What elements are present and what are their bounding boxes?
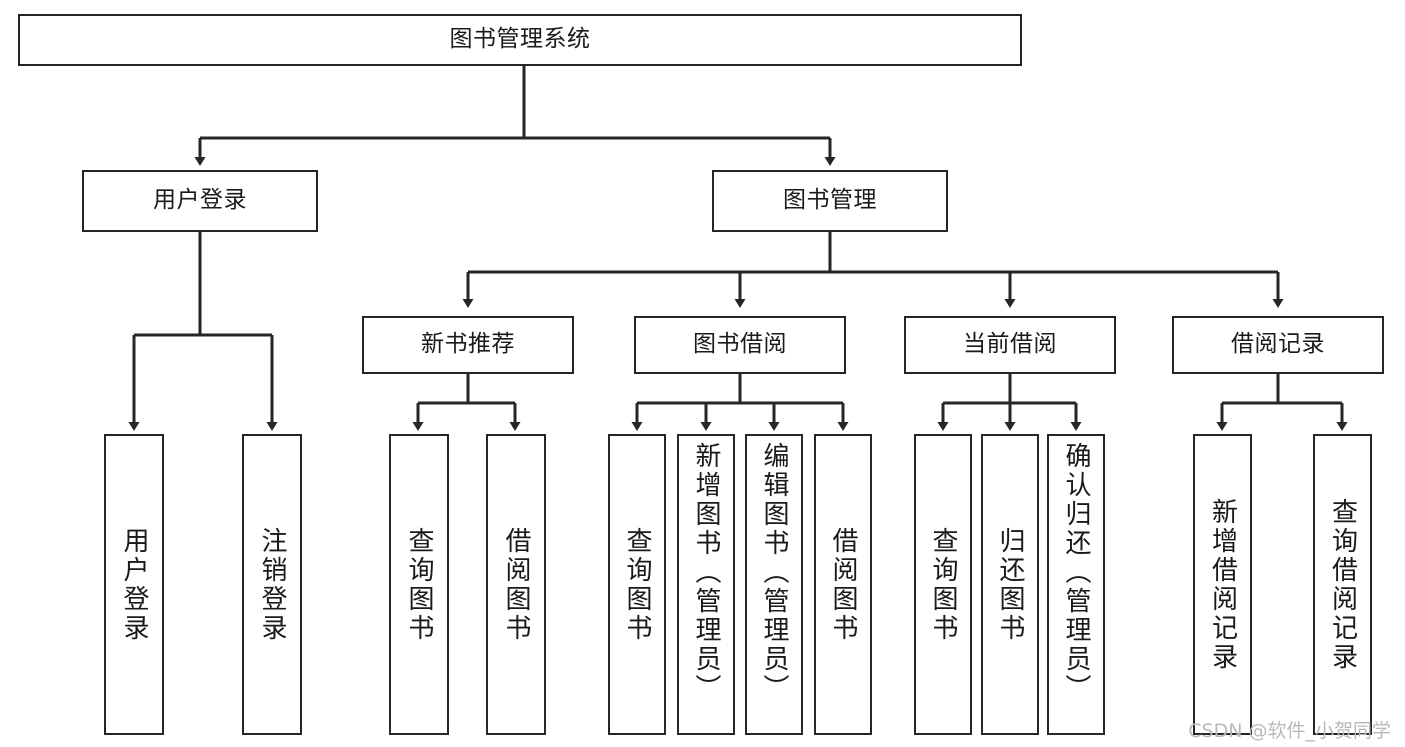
- node-borrow-record[interactable]: 借阅记录: [1172, 316, 1384, 374]
- node-current-borrow[interactable]: 当前借阅: [904, 316, 1116, 374]
- node-current-borrow-label: 当前借阅: [963, 331, 1057, 358]
- node-leaf-borrow-book-2-label: 借阅图书: [828, 526, 858, 643]
- node-leaf-query-book-3[interactable]: 查询图书: [914, 434, 972, 735]
- node-user-login[interactable]: 用户登录: [82, 170, 318, 232]
- watermark: CSDN @软件_小贺同学: [1188, 720, 1391, 742]
- node-leaf-user-login-label: 用户登录: [119, 526, 149, 643]
- node-leaf-add-book[interactable]: 新增图书（管理员）: [677, 434, 735, 735]
- node-book-borrow-label: 图书借阅: [693, 331, 787, 358]
- node-book-borrow[interactable]: 图书借阅: [634, 316, 846, 374]
- node-leaf-edit-book-label: 编辑图书（管理员）: [759, 442, 789, 703]
- node-leaf-query-book-1-label: 查询图书: [404, 526, 434, 643]
- node-book-manage-label: 图书管理: [783, 187, 877, 214]
- node-new-book-rec[interactable]: 新书推荐: [362, 316, 574, 374]
- node-leaf-query-book-2[interactable]: 查询图书: [608, 434, 666, 735]
- node-leaf-query-record[interactable]: 查询借阅记录: [1313, 434, 1372, 735]
- node-leaf-borrow-book-2[interactable]: 借阅图书: [814, 434, 872, 735]
- node-leaf-add-record-label: 新增借阅记录: [1207, 497, 1238, 672]
- node-leaf-user-login[interactable]: 用户登录: [104, 434, 164, 735]
- node-leaf-logout-label: 注销登录: [257, 526, 287, 643]
- node-leaf-return-book-label: 归还图书: [995, 526, 1025, 643]
- node-leaf-query-record-label: 查询借阅记录: [1327, 497, 1358, 672]
- node-leaf-confirm-return-label: 确认归还（管理员）: [1061, 442, 1091, 703]
- node-leaf-query-book-3-label: 查询图书: [928, 526, 958, 643]
- node-root[interactable]: 图书管理系统: [18, 14, 1022, 66]
- node-leaf-add-book-label: 新增图书（管理员）: [691, 442, 721, 703]
- node-user-login-label: 用户登录: [153, 187, 247, 214]
- node-leaf-query-book-1[interactable]: 查询图书: [389, 434, 449, 735]
- node-new-book-rec-label: 新书推荐: [421, 331, 515, 358]
- node-leaf-edit-book[interactable]: 编辑图书（管理员）: [745, 434, 803, 735]
- node-leaf-return-book[interactable]: 归还图书: [981, 434, 1039, 735]
- node-borrow-record-label: 借阅记录: [1231, 331, 1325, 358]
- node-leaf-confirm-return[interactable]: 确认归还（管理员）: [1047, 434, 1105, 735]
- node-leaf-query-book-2-label: 查询图书: [622, 526, 652, 643]
- node-book-manage[interactable]: 图书管理: [712, 170, 948, 232]
- node-leaf-borrow-book-1[interactable]: 借阅图书: [486, 434, 546, 735]
- node-root-label: 图书管理系统: [449, 26, 591, 53]
- node-leaf-add-record[interactable]: 新增借阅记录: [1193, 434, 1252, 735]
- node-leaf-borrow-book-1-label: 借阅图书: [501, 526, 531, 643]
- node-leaf-logout[interactable]: 注销登录: [242, 434, 302, 735]
